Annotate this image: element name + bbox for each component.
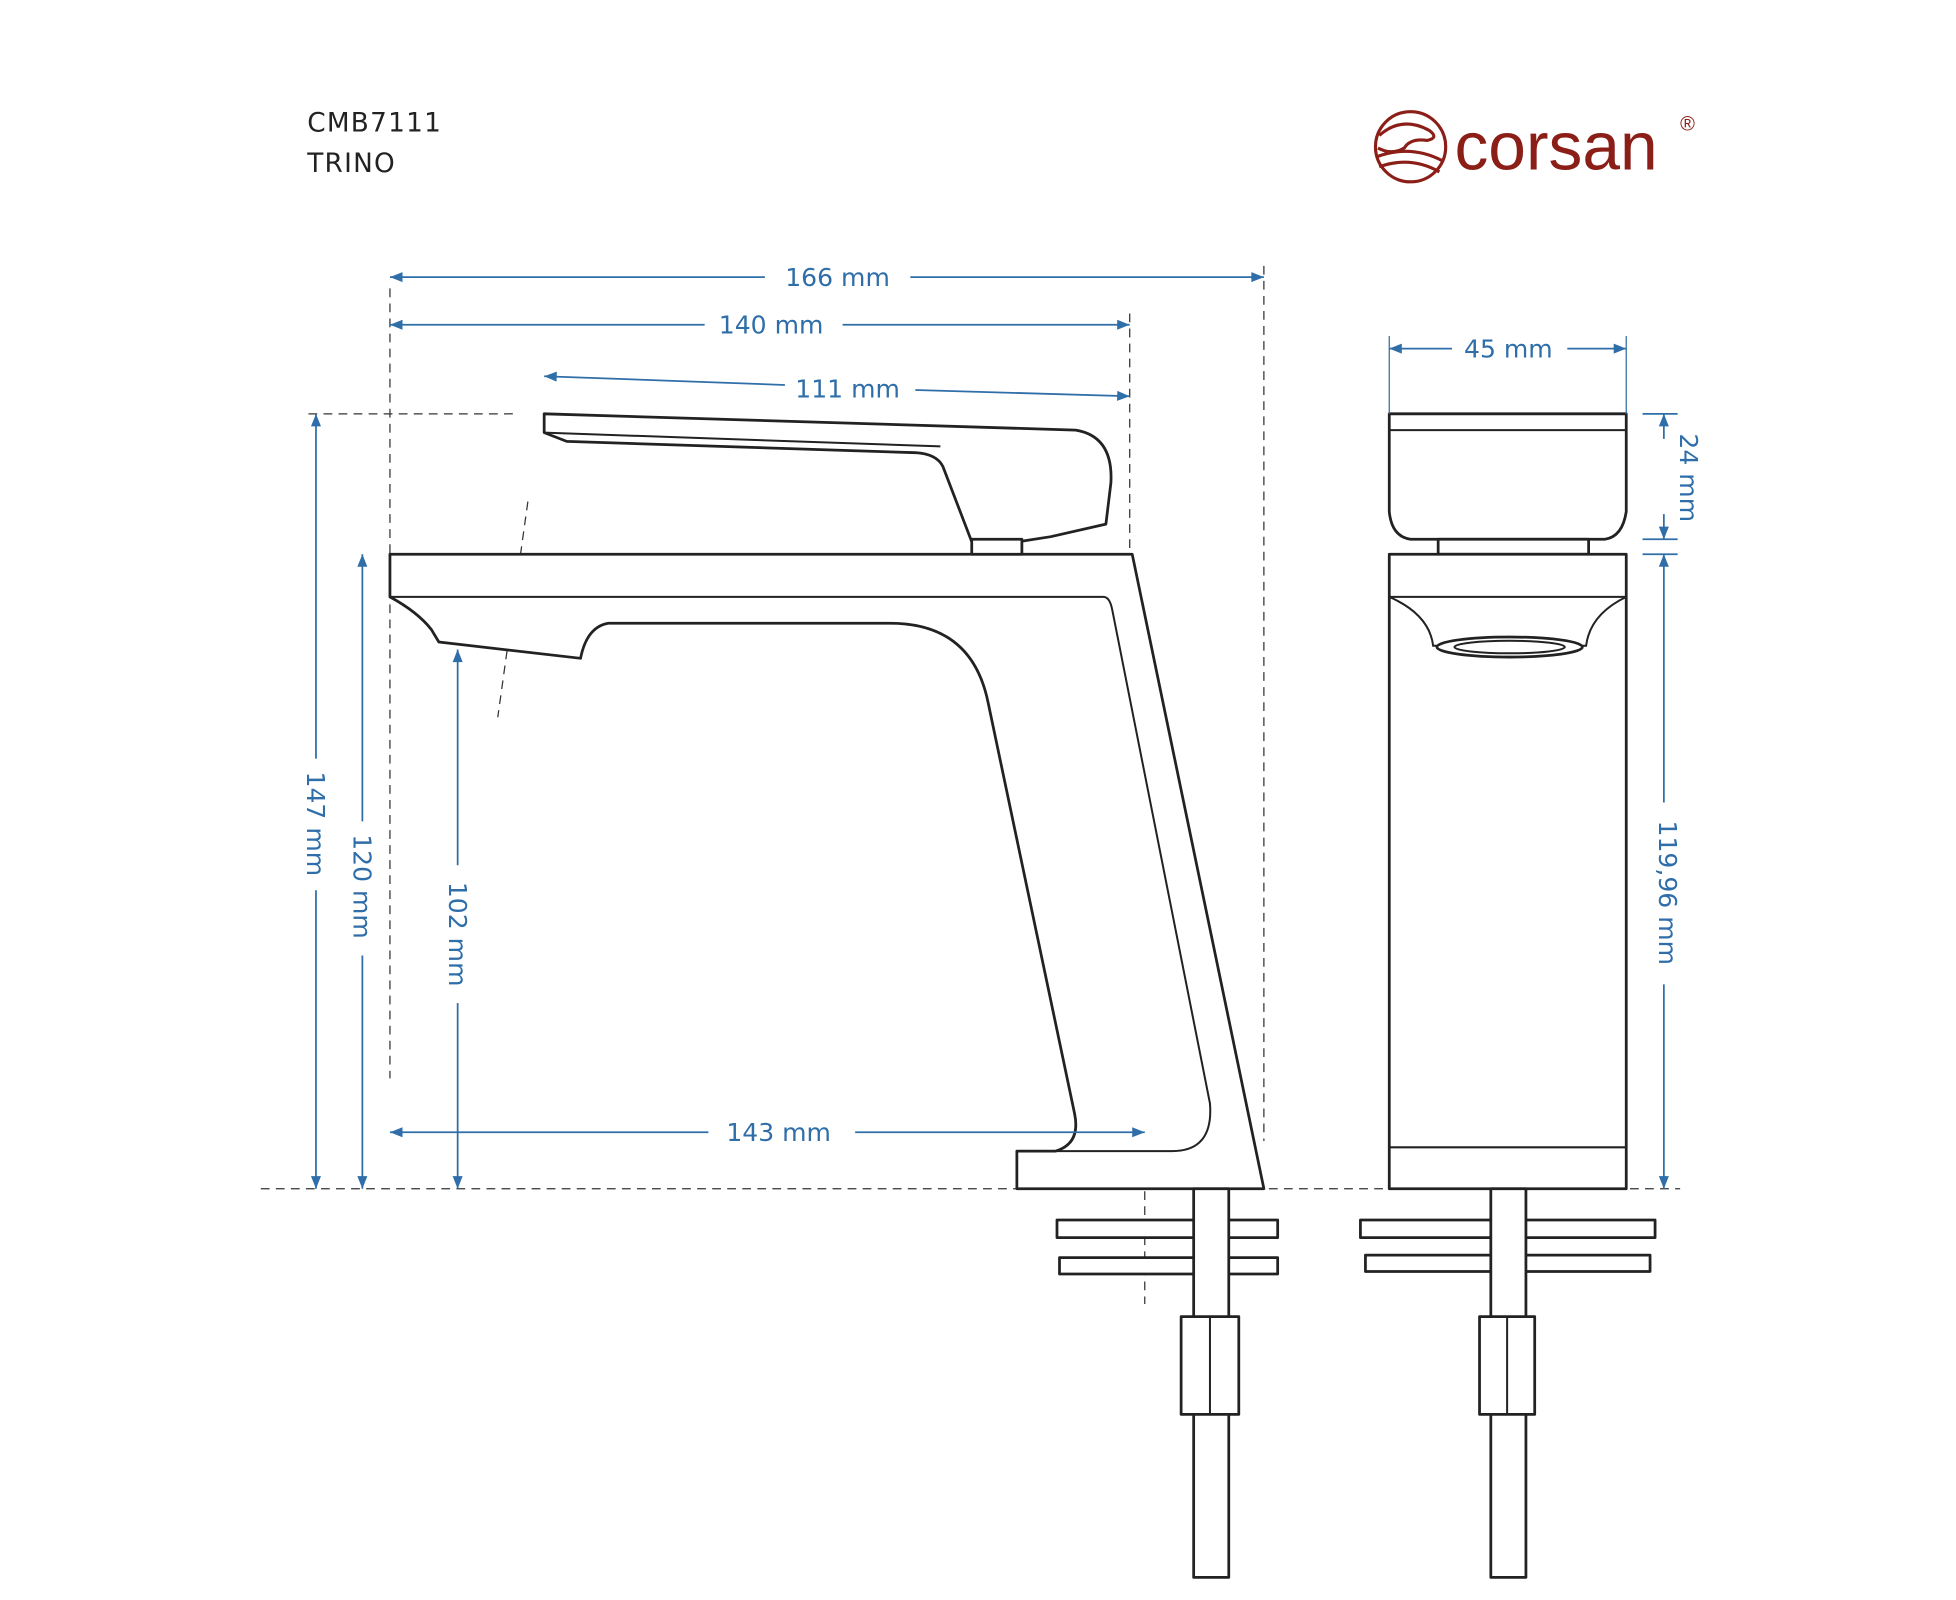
faucet-side-view xyxy=(1359,412,1657,1579)
wave-emblem-icon xyxy=(1373,110,1448,184)
overall-width-label: 166 mm xyxy=(785,263,890,292)
brand-name: corsan xyxy=(1454,109,1657,184)
dimension-111: 111 mm xyxy=(544,371,1130,404)
total-height-label: 147 mm xyxy=(301,772,330,877)
dimension-140: 140 mm xyxy=(389,311,1130,340)
spout-height-label: 102 mm xyxy=(443,882,472,987)
dimension-147: 147 mm xyxy=(301,413,330,1189)
dimension-119-96: 119,96 mm xyxy=(1653,554,1682,1189)
dimension-120: 120 mm xyxy=(348,554,377,1189)
dimension-143: 143 mm xyxy=(389,1118,1145,1147)
body-height-label: 120 mm xyxy=(348,834,377,939)
side-body-height-label: 119,96 mm xyxy=(1653,821,1682,965)
model-name: TRINO xyxy=(306,149,396,179)
dimension-102: 102 mm xyxy=(443,649,472,1189)
dimension-166: 166 mm xyxy=(389,263,1264,292)
spout-reach-total-label: 140 mm xyxy=(719,311,824,340)
registered-mark: ® xyxy=(1680,113,1695,135)
faucet-front-view xyxy=(388,412,1280,1579)
spout-reach-label: 143 mm xyxy=(726,1118,831,1147)
dimension-45: 45 mm xyxy=(1388,334,1627,414)
dimension-24: 24 mm xyxy=(1642,412,1703,556)
handle-height-label: 24 mm xyxy=(1674,433,1703,522)
corsan-logo: corsan ® xyxy=(1373,109,1695,184)
handle-length-label: 111 mm xyxy=(795,375,900,404)
side-width-label: 45 mm xyxy=(1464,334,1553,363)
model-code: CMB7111 xyxy=(307,109,442,139)
